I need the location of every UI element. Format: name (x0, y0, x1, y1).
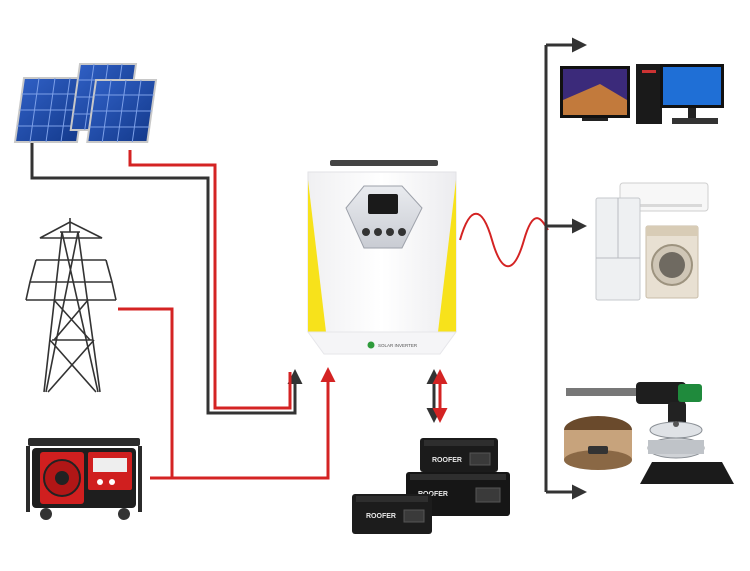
fridge-aircon-washer (595, 182, 709, 301)
battery-top-brand: ROOFER (432, 457, 462, 464)
inverter-logo-icon (367, 341, 375, 349)
inverter-button-4[interactable] (398, 228, 406, 236)
tools-and-cooker (564, 382, 734, 484)
inverter-accent-right (438, 180, 456, 332)
battery-front: ROOFER (352, 494, 432, 534)
inverter-display (368, 194, 398, 214)
generator (26, 438, 142, 520)
battery-bank: ROOFER ROOFER ROOFER (352, 438, 510, 534)
induction-stove-icon (640, 421, 734, 484)
rotary-hammer-icon (566, 382, 702, 428)
pv-input-line-red (128, 150, 292, 410)
inverter-button-3[interactable] (386, 228, 394, 236)
inverter-button-1[interactable] (362, 228, 370, 236)
rice-cooker-icon (564, 416, 632, 470)
tv-and-computer (560, 64, 724, 124)
inverter-unit: SOLAR INVERTER (307, 160, 457, 355)
battery-top: ROOFER (420, 438, 498, 472)
battery-middle-brand: ROOFER (418, 491, 448, 498)
battery-front-brand: ROOFER (366, 513, 396, 520)
solar-panels (13, 63, 158, 143)
inverter-button-2[interactable] (374, 228, 382, 236)
power-grid-tower (25, 218, 117, 393)
pv-input-line-black (30, 140, 303, 415)
inverter-accent-left (308, 180, 326, 332)
inverter-brand-label: SOLAR INVERTER (378, 343, 418, 348)
pc-tower-icon (636, 64, 662, 124)
ac-sine-wave (459, 212, 549, 268)
